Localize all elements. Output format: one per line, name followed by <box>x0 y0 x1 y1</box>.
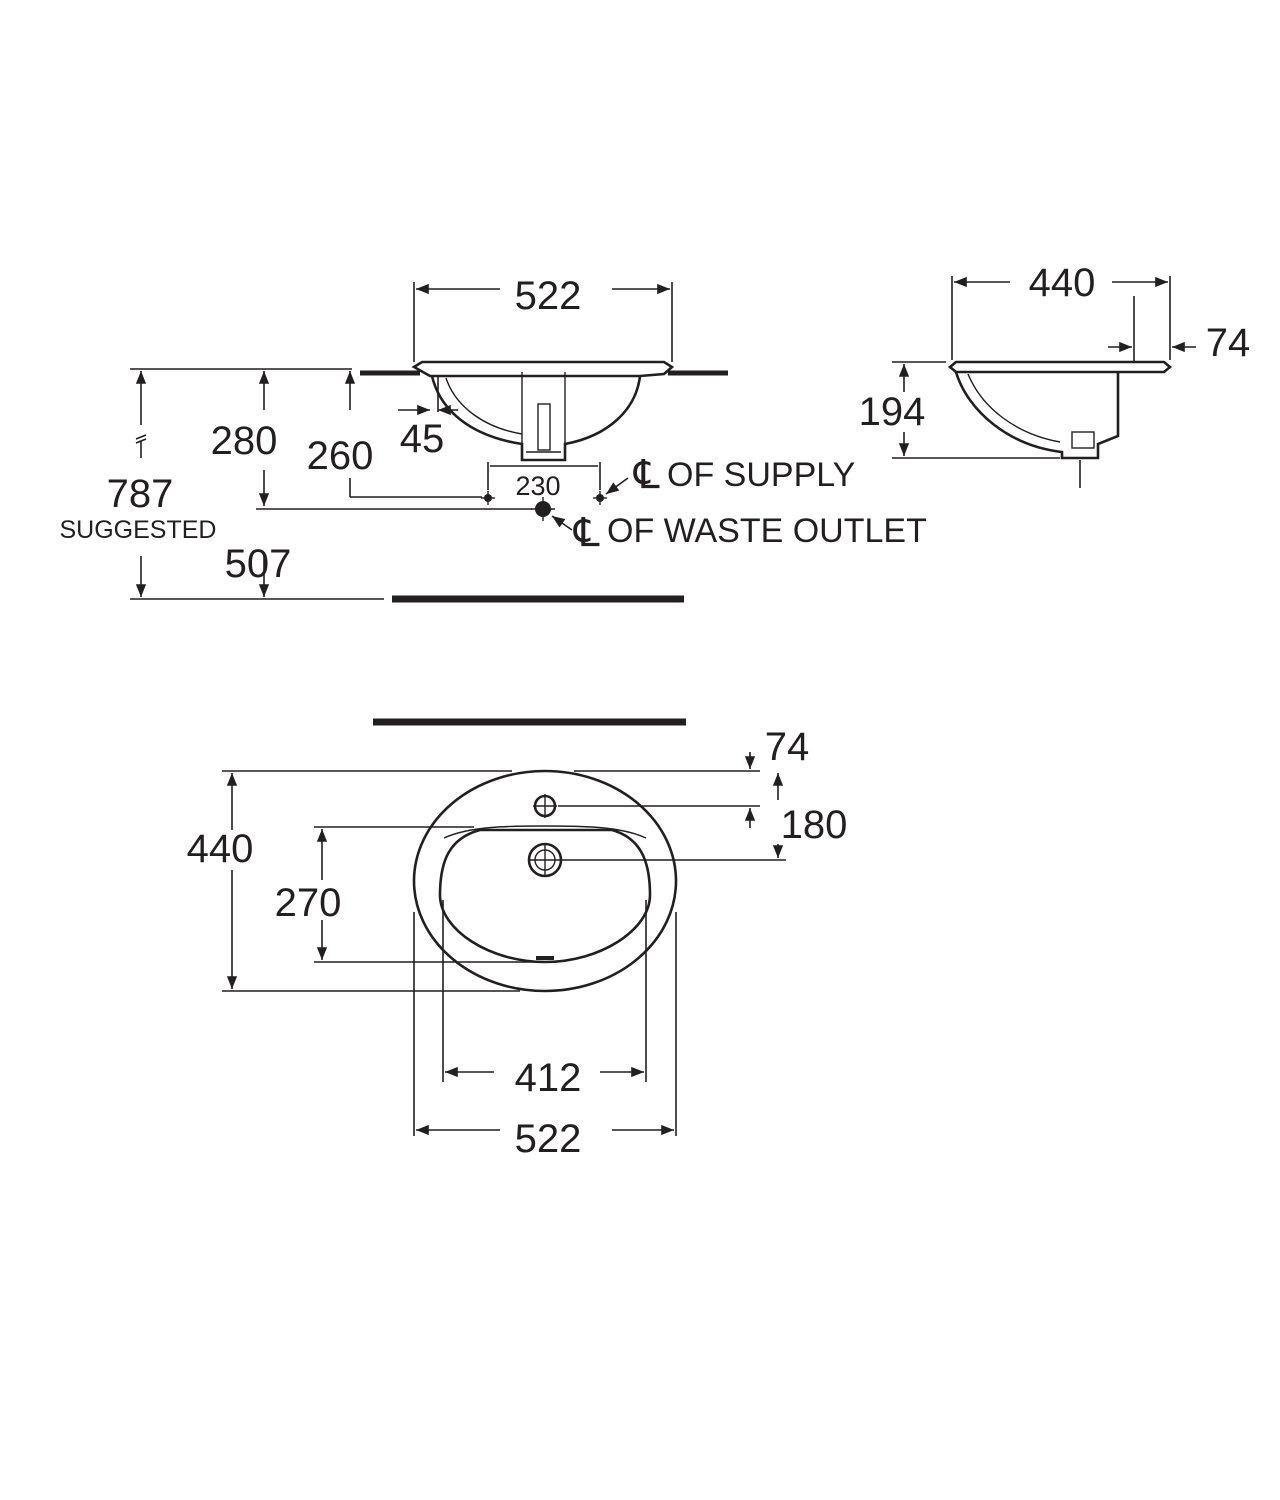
supply-spacing-label: 230 <box>515 471 560 501</box>
tap-hole <box>533 794 557 818</box>
front-width-label: 522 <box>515 274 582 318</box>
plan-bowl-depth-label: 270 <box>275 881 342 925</box>
height-260-label: 260 <box>307 434 374 478</box>
side-rim-label: 74 <box>1206 321 1251 365</box>
supply-point-right <box>593 491 607 505</box>
plan-depth-label: 440 <box>187 827 254 871</box>
height-507-label: 507 <box>225 542 292 586</box>
plan-bowl-lip <box>443 825 647 839</box>
cl-supply-symbol: ℄ <box>633 453 660 497</box>
height-787-label: 787 <box>107 472 174 516</box>
basin-inner <box>445 377 523 435</box>
side-view: 440 74 194 <box>859 261 1251 488</box>
side-depth-label: 440 <box>1029 261 1096 305</box>
overflow-mark <box>536 956 554 960</box>
supply-point-left <box>481 491 495 505</box>
height-280-label: 280 <box>211 419 278 463</box>
plan-tap-offset-label: 74 <box>765 725 810 769</box>
plan-outer-rim <box>412 769 678 993</box>
side-bowl <box>954 371 1120 460</box>
suggested-label: SUGGESTED <box>60 516 217 544</box>
plan-view: 440 270 74 180 412 522 <box>187 718 848 1161</box>
cl-supply-label: OF SUPPLY <box>667 456 855 494</box>
side-bowl-inner <box>967 373 1061 443</box>
side-rim <box>947 360 1173 374</box>
side-waste <box>1071 431 1095 449</box>
plan-bowl-width-label: 412 <box>515 1056 582 1100</box>
plan-width-label: 522 <box>515 1117 582 1161</box>
overflow-45-label: 45 <box>400 417 445 461</box>
plan-inner-bowl <box>438 828 652 964</box>
waste-hole <box>527 842 563 878</box>
overflow-slot <box>537 403 551 451</box>
basin-rim <box>411 360 675 378</box>
front-view: 522 45 280 260 230 <box>60 274 927 603</box>
basin-bowl <box>430 375 642 462</box>
plan-waste-offset-label: 180 <box>781 803 848 847</box>
waste-outlet-point <box>531 497 555 521</box>
cl-waste-label: OF WASTE OUTLET <box>607 512 927 550</box>
cl-waste-symbol: ℄ <box>573 511 600 555</box>
side-height-label: 194 <box>859 390 926 434</box>
